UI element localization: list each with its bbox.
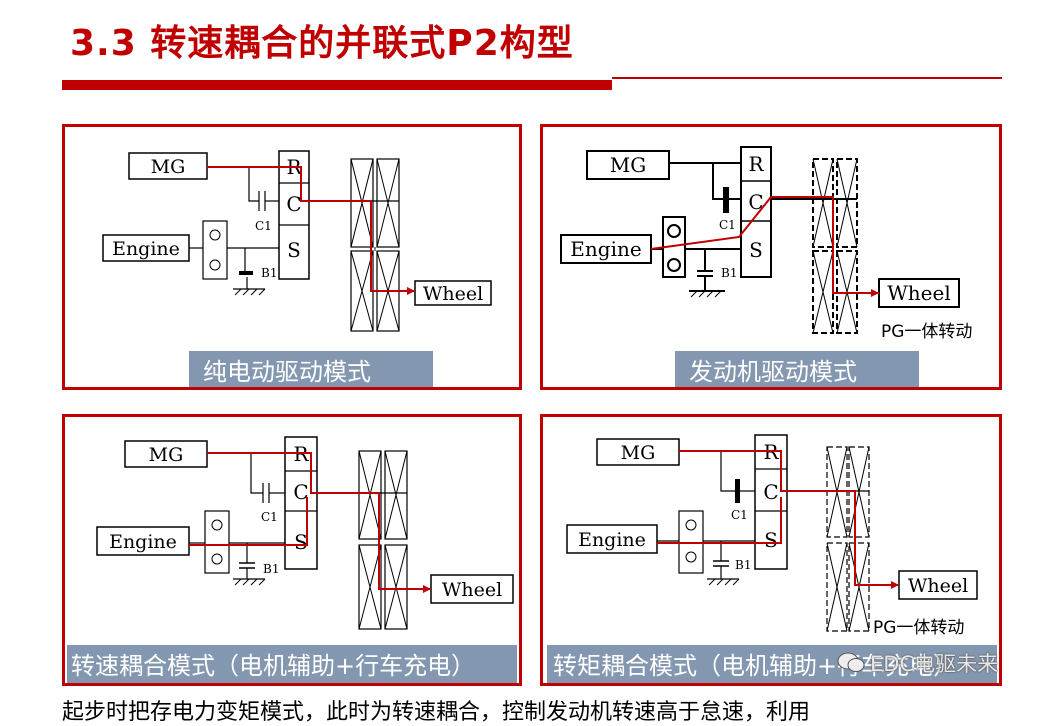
svg-text:C: C	[748, 190, 763, 214]
panel-engine-drive: MG Engine R C S C1 B1 Wheel	[540, 124, 1002, 390]
svg-text:B1: B1	[735, 558, 751, 572]
page-title: 3.3 转速耦合的并联式P2构型	[70, 23, 574, 64]
svg-text:S: S	[294, 530, 308, 554]
svg-text:R: R	[748, 152, 764, 176]
panel-speed-coupling: MG Engine R C S C1 B1 Wheel	[62, 414, 522, 686]
diagram-pure-electric: MG Engine R C S C1 B1	[102, 150, 492, 332]
svg-text:Wheel: Wheel	[442, 579, 502, 601]
svg-text:C: C	[293, 480, 308, 504]
svg-text:B1: B1	[721, 266, 737, 280]
svg-text:C1: C1	[719, 218, 736, 232]
body-text: 起步时把存电力变矩模式，此时为转速耦合，控制发动机转速高于怠速，利用	[62, 700, 811, 725]
pg-note: PG一体转动	[873, 618, 965, 638]
mode-banner: 发动机驱动模式	[675, 351, 919, 387]
svg-text:C1: C1	[261, 510, 278, 524]
svg-text:MG: MG	[610, 153, 646, 177]
engine-label: Engine	[112, 238, 180, 260]
wechat-icon	[837, 652, 865, 672]
diagram-torque-coupling: MG Engine R C S C1 B1 Wheel	[566, 434, 978, 632]
svg-text:C: C	[286, 192, 301, 216]
title-underline-thick	[62, 80, 612, 90]
title-underline-thin	[612, 77, 1002, 79]
diagram-engine-drive: MG Engine R C S C1 B1 Wheel	[560, 146, 960, 334]
svg-text:C1: C1	[255, 219, 272, 233]
diagram-speed-coupling: MG Engine R C S C1 B1 Wheel	[96, 436, 514, 630]
svg-text:MG: MG	[621, 442, 656, 464]
svg-text:S: S	[749, 238, 763, 262]
wheel-label: Wheel	[423, 283, 483, 305]
panel-pure-electric: MG Engine R C S C1 B1	[62, 124, 522, 390]
svg-text:Wheel: Wheel	[887, 281, 951, 305]
svg-text:B1: B1	[261, 266, 277, 280]
mode-banner: 纯电动驱动模式	[189, 351, 433, 387]
svg-text:Wheel: Wheel	[908, 575, 968, 597]
mode-banner: 转矩耦合模式（电机辅助+行车充电）	[547, 645, 997, 683]
watermark: EDC电驱未来	[870, 652, 999, 676]
svg-text:MG: MG	[149, 444, 184, 466]
svg-text:C: C	[763, 480, 778, 504]
mg-label: MG	[151, 156, 186, 178]
svg-text:S: S	[287, 238, 301, 262]
panel-torque-coupling: MG Engine R C S C1 B1 Wheel	[540, 414, 1002, 686]
pg-note: PG一体转动	[881, 322, 973, 342]
svg-text:Engine: Engine	[570, 237, 641, 261]
svg-text:Engine: Engine	[578, 529, 646, 551]
svg-text:B1: B1	[263, 562, 279, 576]
svg-text:S: S	[764, 528, 778, 552]
svg-text:Engine: Engine	[109, 531, 177, 553]
mode-banner: 转速耦合模式（电机辅助+行车充电）	[67, 645, 517, 683]
svg-text:C1: C1	[731, 508, 748, 522]
